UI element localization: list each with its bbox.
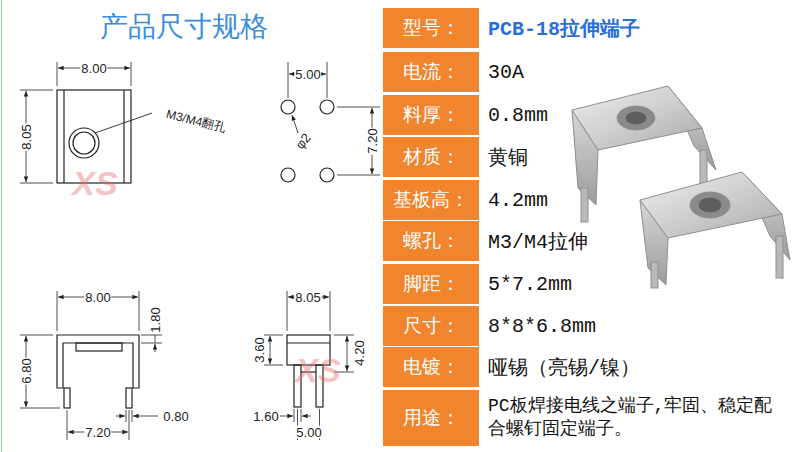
dimension-label: 0.80 bbox=[162, 410, 189, 423]
spec-key-cell: 材质： bbox=[383, 137, 479, 177]
watermark: XS bbox=[72, 166, 117, 200]
spec-value-cell: 30A bbox=[488, 52, 788, 92]
spec-key-cell: 尺寸： bbox=[383, 306, 479, 346]
dimension-lines bbox=[20, 291, 162, 440]
spec-key-cell: 型号： bbox=[383, 8, 479, 48]
dimension-label: φ2 bbox=[292, 130, 313, 152]
spec-key-cell: 料厚： bbox=[383, 95, 479, 135]
dimension-label: 8.05 bbox=[20, 123, 33, 150]
watermark: XS bbox=[295, 353, 340, 387]
spec-key-cell: 电流： bbox=[383, 52, 479, 92]
spec-value-cell: PCB-18拉伸端子 bbox=[488, 8, 788, 48]
dimension-label: 6.80 bbox=[20, 357, 33, 384]
dimension-label: 7.20 bbox=[84, 426, 111, 439]
spec-key-cell: 脚距： bbox=[383, 264, 479, 304]
spec-key-cell: 用途： bbox=[383, 390, 479, 446]
spec-value-cell: 8*8*6.8mm bbox=[488, 306, 788, 346]
dimension-label: 8.05 bbox=[294, 291, 321, 304]
dimension-label: 8.00 bbox=[80, 62, 107, 75]
spec-value-cell: 黄铜 bbox=[488, 137, 788, 177]
dimension-lines bbox=[20, 62, 131, 183]
spec-key-cell: 电镀： bbox=[383, 347, 479, 387]
spec-value-cell: M3/M4拉伸 bbox=[488, 221, 788, 261]
sheet-title: 产品尺寸规格 bbox=[100, 10, 268, 44]
dimension-label: 1.80 bbox=[149, 306, 162, 333]
spec-key-cell: 基板高： bbox=[383, 180, 479, 220]
dimension-label: 8.00 bbox=[84, 291, 111, 304]
page-edge bbox=[1, 0, 2, 452]
spec-value-cell: 0.8mm bbox=[488, 95, 788, 135]
dimension-lines bbox=[288, 62, 380, 175]
front-view bbox=[57, 335, 139, 408]
spec-value-cell: 4.2mm bbox=[488, 180, 788, 220]
dimension-label: 5.00 bbox=[294, 68, 321, 81]
dimension-label: 7.20 bbox=[366, 127, 379, 154]
dimension-label: 3.60 bbox=[253, 336, 266, 363]
dimension-label: 4.20 bbox=[353, 339, 366, 366]
spec-key-cell: 螺孔： bbox=[383, 221, 479, 261]
spec-value-cell: 哑锡（亮锡/镍） bbox=[488, 347, 788, 387]
product-photo bbox=[572, 86, 790, 288]
dimension-label: 1.60 bbox=[252, 410, 279, 423]
spec-value-cell: 5*7.2mm bbox=[488, 264, 788, 304]
spec-value-cell: PC板焊接电线之端子,牢固、稳定配合螺钉固定端子。 bbox=[488, 390, 790, 446]
pcb-footprint bbox=[281, 100, 334, 182]
dimension-label: 5.00 bbox=[295, 426, 322, 439]
hole-callout: M3/M4翻孔 bbox=[164, 108, 228, 135]
